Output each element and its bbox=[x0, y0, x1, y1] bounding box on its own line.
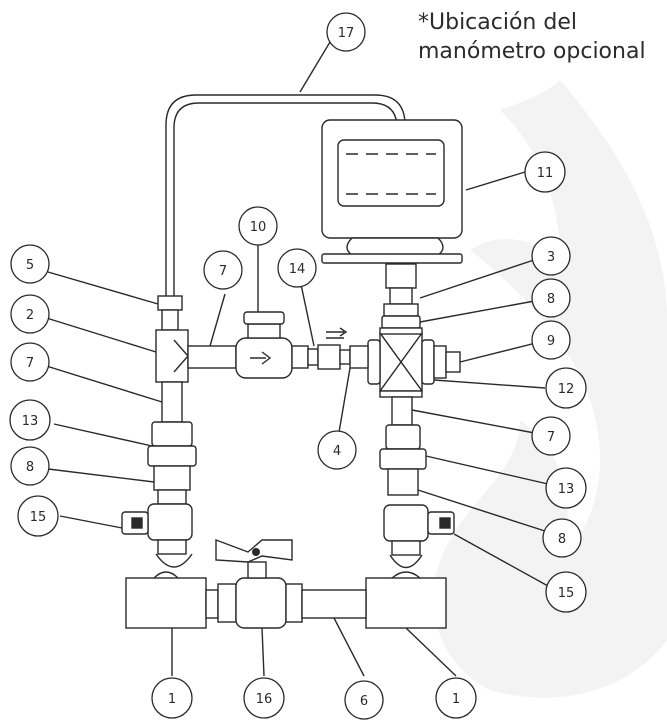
callout-label: 8 bbox=[547, 292, 555, 307]
callout-label: 7 bbox=[547, 430, 555, 445]
callout-1-left: 1 bbox=[151, 677, 193, 719]
bottom-right-tee bbox=[365, 577, 447, 629]
callout-label: 12 bbox=[558, 382, 575, 397]
callout-8-left: 8 bbox=[10, 446, 50, 486]
callout-3: 3 bbox=[531, 236, 571, 276]
callout-15-left: 15 bbox=[17, 495, 59, 537]
note-line-2: manómetro opcional bbox=[418, 39, 646, 64]
callout-2: 2 bbox=[10, 294, 50, 334]
callout-5: 4 bbox=[317, 430, 357, 470]
gauge-housing bbox=[321, 119, 463, 239]
flame-watermark bbox=[433, 80, 667, 698]
callout-label: 7 bbox=[219, 264, 227, 279]
callout-label: 16 bbox=[256, 692, 273, 707]
callout-15-right: 15 bbox=[545, 571, 587, 613]
bottom-left-tee bbox=[125, 577, 207, 629]
callout-9: 9 bbox=[531, 320, 571, 360]
callout-label: 17 bbox=[338, 26, 355, 41]
callout-13-left: 13 bbox=[9, 399, 51, 441]
callout-6: 6 bbox=[344, 680, 384, 720]
callout-4: 5 bbox=[10, 244, 50, 284]
callout-label: 13 bbox=[558, 482, 575, 497]
callout-label: 14 bbox=[289, 262, 306, 277]
callout-label: 2 bbox=[26, 308, 34, 323]
gauge-base-plate bbox=[321, 253, 463, 264]
callout-17: 17 bbox=[326, 12, 366, 52]
callout-14: 14 bbox=[277, 248, 317, 288]
gauge-flange bbox=[346, 237, 444, 256]
callout-label: 15 bbox=[30, 510, 47, 525]
capillary-tube bbox=[165, 94, 406, 300]
callout-label: 8 bbox=[26, 460, 34, 475]
callout-label: 1 bbox=[452, 692, 460, 707]
callout-label: 5 bbox=[26, 258, 34, 273]
callout-11: 11 bbox=[524, 151, 566, 193]
callout-label: 7 bbox=[26, 356, 34, 371]
callout-1-right: 1 bbox=[435, 677, 477, 719]
capillary-tube-inner bbox=[173, 102, 398, 300]
callout-8-bottom-right: 8 bbox=[542, 518, 582, 558]
callout-label: 15 bbox=[558, 586, 575, 601]
callout-7-right: 7 bbox=[531, 416, 571, 456]
callout-16: 16 bbox=[243, 677, 285, 719]
callout-13-right: 13 bbox=[545, 467, 587, 509]
callout-label: 6 bbox=[360, 694, 368, 709]
callout-8-top-right: 8 bbox=[531, 278, 571, 318]
note-line-1: *Ubicación del bbox=[418, 10, 577, 35]
callout-label: 3 bbox=[547, 250, 555, 265]
callout-label: 8 bbox=[558, 532, 566, 547]
callout-label: 1 bbox=[168, 692, 176, 707]
optional-gauge-note: *Ubicación del manómetro opcional bbox=[418, 8, 646, 66]
callout-7-top: 7 bbox=[203, 250, 243, 290]
callout-label: 11 bbox=[537, 166, 554, 181]
callout-label: 4 bbox=[333, 444, 341, 459]
tee-fitting bbox=[155, 329, 189, 383]
callout-label: 9 bbox=[547, 334, 555, 349]
callout-12: 12 bbox=[545, 367, 587, 409]
callout-label: 13 bbox=[22, 414, 39, 429]
callout-label: 10 bbox=[250, 220, 267, 235]
callout-10: 10 bbox=[238, 206, 278, 246]
callout-7-left: 7 bbox=[10, 342, 50, 382]
gauge-window bbox=[337, 139, 445, 207]
